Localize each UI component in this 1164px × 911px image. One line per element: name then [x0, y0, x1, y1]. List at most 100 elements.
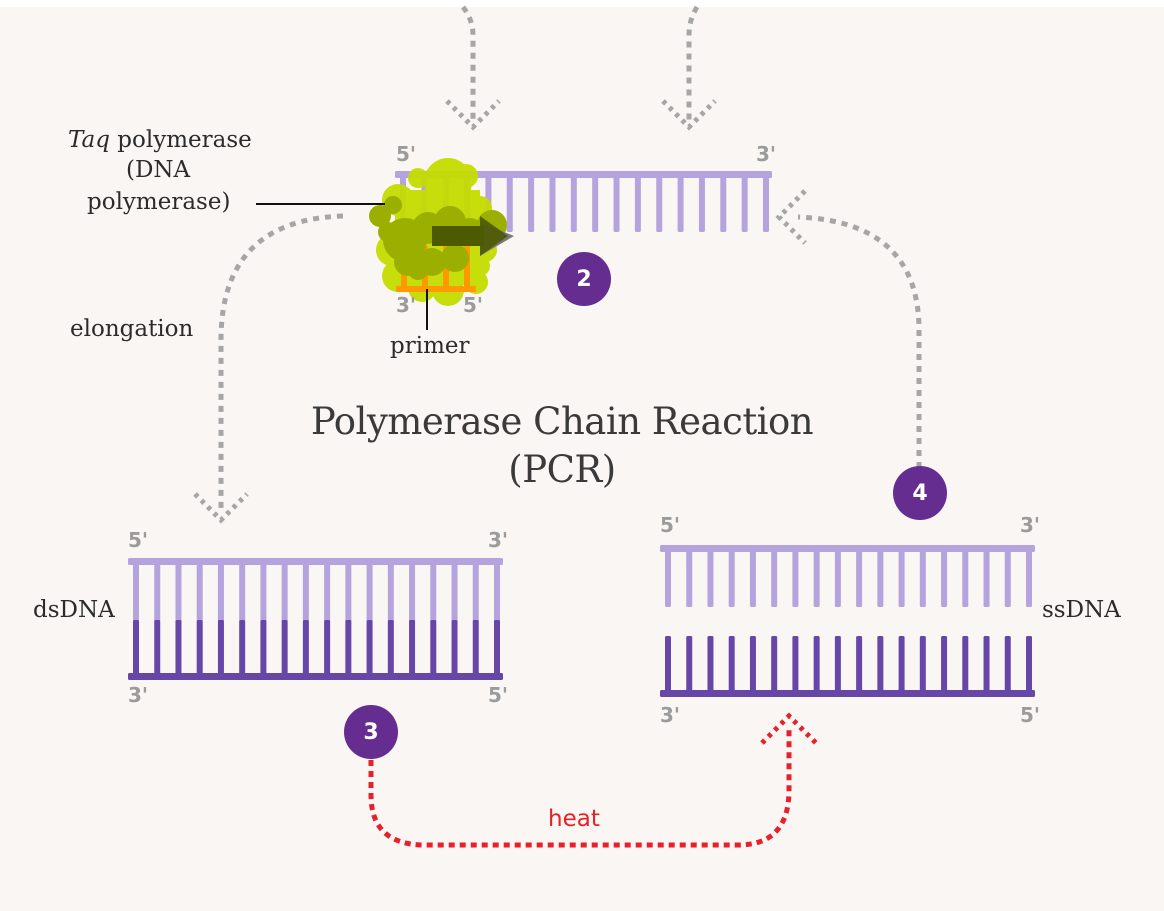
ssdna-top-base — [771, 549, 778, 607]
dsdna-top-base — [239, 562, 246, 622]
polymerase-direction-arrow — [432, 226, 484, 246]
ssdna-bottom-base — [813, 636, 820, 693]
ssdna-bottom-base — [983, 636, 990, 693]
ssdna-bottom-base — [834, 636, 841, 693]
ssdna-bottom-base — [898, 636, 905, 693]
ssdna-top-base — [919, 549, 926, 607]
polymerase-label: polymerase) — [87, 189, 231, 215]
heat-arrow — [368, 728, 792, 848]
primer-backbone — [396, 286, 476, 292]
ssdna-bottom-base — [962, 636, 969, 693]
taq-italic: Taq — [68, 127, 110, 153]
ssdna-top-base — [728, 549, 735, 607]
ssdna-top-base — [898, 549, 905, 607]
taq-polymerase — [369, 158, 514, 306]
dsdna-bottom-base — [494, 620, 500, 676]
ssdna-bottom-5prime: 5' — [1020, 703, 1041, 727]
ssdna-top-base — [665, 549, 671, 607]
ssdna-top-base — [962, 549, 969, 607]
dsdna-bottom-base — [302, 620, 309, 676]
ssdna-top-base — [1026, 549, 1032, 607]
heat-arrow-head — [760, 712, 818, 745]
dsdna-bottom-5prime: 5' — [488, 683, 509, 707]
ssdna-top-base — [834, 549, 841, 607]
dsdna-top-base — [302, 562, 309, 622]
ssdna-bottom-base — [749, 636, 756, 693]
ssdna-bottom-base — [686, 636, 693, 693]
dsdna-top-base — [175, 562, 182, 622]
top-strand-5prime: 5' — [396, 142, 417, 166]
ssdna-bottom-base — [877, 636, 884, 693]
ssdna-top-base — [707, 549, 714, 607]
ssdna-top-base — [813, 549, 820, 607]
template-strand-base — [634, 175, 641, 232]
ssdna-bottom-3prime: 3' — [660, 703, 681, 727]
template-strand-base — [656, 175, 663, 232]
top-right-arrow-head — [661, 99, 717, 131]
template-strand-base — [528, 175, 535, 232]
dsdna-top-base — [196, 562, 203, 622]
dsdna-top-base — [494, 562, 500, 622]
diagram-subtitle: (PCR) — [508, 448, 616, 491]
dsdna-bottom-base — [175, 620, 182, 676]
step-2-badge: 2 — [557, 252, 611, 306]
top-left-incoming-arrow — [460, 5, 476, 122]
ssdna-bottom-base — [856, 636, 863, 693]
dsdna-bottom-base — [239, 620, 246, 676]
elongation-arrow — [218, 213, 344, 512]
dsdna-bottom-base — [324, 620, 331, 676]
dsdna-top-base — [133, 562, 139, 622]
dsdna-bottom-base — [281, 620, 288, 676]
ssdna-bottom-base — [665, 636, 671, 693]
dsdna-bottom-base — [133, 620, 139, 676]
template-strand-base — [613, 175, 620, 232]
ssdna-bottom-backbone — [660, 690, 1035, 697]
dsdna-bottom-base — [260, 620, 267, 676]
ssdna-bottom-base — [1026, 636, 1032, 693]
ssdna-top-3prime: 3' — [1020, 513, 1041, 537]
ssdna-bottom-base — [771, 636, 778, 693]
dsdna-bottom-base — [472, 620, 479, 676]
primer-5prime: 5' — [463, 293, 484, 317]
ssdna-top-base — [877, 549, 884, 607]
ssdna-top-base — [1004, 549, 1011, 607]
dsdna-top-base — [154, 562, 161, 622]
dsdna-bottom-base — [409, 620, 416, 676]
dsdna-top-3prime: 3' — [488, 528, 509, 552]
dsdna-strands — [128, 558, 503, 680]
dsdna-top-base — [409, 562, 416, 622]
template-strand-base — [698, 175, 705, 232]
template-strand-base — [506, 175, 513, 232]
dsdna-top-backbone — [128, 558, 503, 565]
ssdna-bottom-base — [707, 636, 714, 693]
ssdna-top-base — [856, 549, 863, 607]
template-strand-base — [549, 175, 556, 232]
template-strand-base — [763, 175, 769, 232]
ssdna-top-5prime: 5' — [660, 513, 681, 537]
step-3-badge: 3 — [344, 705, 398, 759]
dsdna-bottom-base — [451, 620, 458, 676]
dsdna-top-base — [387, 562, 394, 622]
top-strand-3prime: 3' — [756, 142, 777, 166]
elongation-label: elongation — [70, 316, 194, 342]
template-strand-base — [570, 175, 577, 232]
dsdna-bottom-base — [366, 620, 373, 676]
dsdna-bottom-base — [387, 620, 394, 676]
primer-label: primer — [390, 333, 470, 359]
ssdna-bottom-base — [1004, 636, 1011, 693]
diagram-title: Polymerase Chain Reaction — [310, 400, 814, 443]
template-strand-base — [720, 175, 727, 232]
dsdna-top-base — [472, 562, 479, 622]
ssdna-bottom-base — [728, 636, 735, 693]
ssdna-bottom-base — [919, 636, 926, 693]
dsdna-top-base — [260, 562, 267, 622]
dsdna-top-base — [451, 562, 458, 622]
dsdna-bottom-base — [154, 620, 161, 676]
ssdna-strands — [660, 545, 1035, 697]
step4-arrow-head — [775, 189, 807, 245]
heat-label: heat — [548, 806, 600, 832]
template-strand-base — [592, 175, 599, 232]
dsdna-bottom-base — [345, 620, 352, 676]
taq-rest: polymerase — [110, 127, 252, 153]
